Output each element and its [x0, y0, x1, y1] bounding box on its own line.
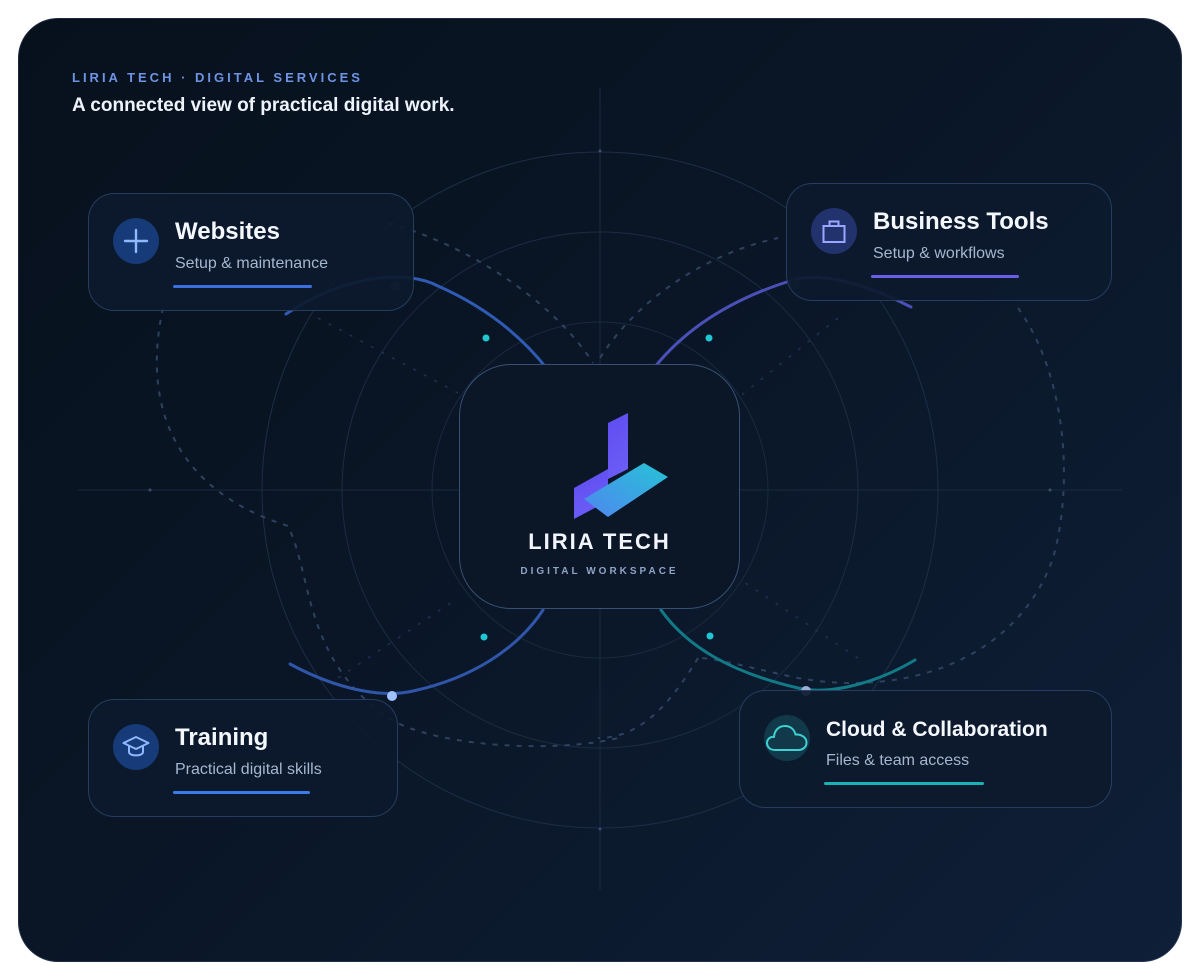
- hub-name: LIRIA TECH: [528, 529, 671, 554]
- dashed-orbit-left: [155, 307, 619, 748]
- node-dot: [480, 633, 488, 641]
- diagram-canvas: LIRIA TECH · DIGITAL SERVICES A connecte…: [18, 18, 1182, 962]
- service-subtitle: Practical digital skills: [175, 761, 322, 778]
- dashed-orbit-top-left: [387, 222, 594, 364]
- dashed-orbit-right: [697, 307, 1065, 684]
- liria-logo-icon: [574, 413, 668, 519]
- hub-center[interactable]: LIRIA TECH DIGITAL WORKSPACE: [459, 364, 740, 609]
- service-title: Business Tools: [873, 208, 1049, 235]
- service-card-cloud-collaboration[interactable]: Cloud & Collaboration Files & team acces…: [739, 690, 1112, 808]
- node-dot: [705, 334, 713, 342]
- plus-icon: [113, 218, 159, 264]
- service-subtitle: Setup & workflows: [873, 245, 1005, 262]
- service-accent-bar: [824, 782, 984, 785]
- service-accent-bar: [173, 285, 312, 288]
- service-title: Cloud & Collaboration: [826, 718, 1048, 741]
- service-subtitle: Setup & maintenance: [175, 255, 328, 272]
- briefcase-icon: [811, 208, 857, 254]
- connector-cloud: [659, 608, 917, 692]
- node-dot: [482, 334, 490, 342]
- service-title: Websites: [175, 218, 280, 245]
- service-card-business-tools[interactable]: Business Tools Setup & workflows: [786, 183, 1112, 301]
- service-accent-bar: [173, 791, 310, 794]
- tagline: A connected view of practical digital wo…: [72, 95, 455, 116]
- node-dot: [387, 691, 397, 701]
- dashed-orbit-bottom: [597, 657, 699, 739]
- cloud-icon: [764, 715, 810, 761]
- node-dot: [706, 632, 714, 640]
- service-accent-bar: [871, 275, 1019, 278]
- inner-ring: [431, 321, 769, 659]
- connector-training: [288, 608, 545, 695]
- service-title: Training: [175, 724, 269, 751]
- graduation-cap-icon: [113, 724, 159, 770]
- service-card-training[interactable]: Training Practical digital skills: [88, 699, 398, 817]
- hub-subtitle: DIGITAL WORKSPACE: [520, 566, 679, 577]
- middle-ring: [341, 231, 859, 749]
- dashed-orbit-top-right: [599, 237, 779, 359]
- brand-line: LIRIA TECH · DIGITAL SERVICES: [72, 70, 363, 85]
- service-subtitle: Files & team access: [826, 752, 970, 769]
- service-card-websites[interactable]: Websites Setup & maintenance: [88, 193, 414, 311]
